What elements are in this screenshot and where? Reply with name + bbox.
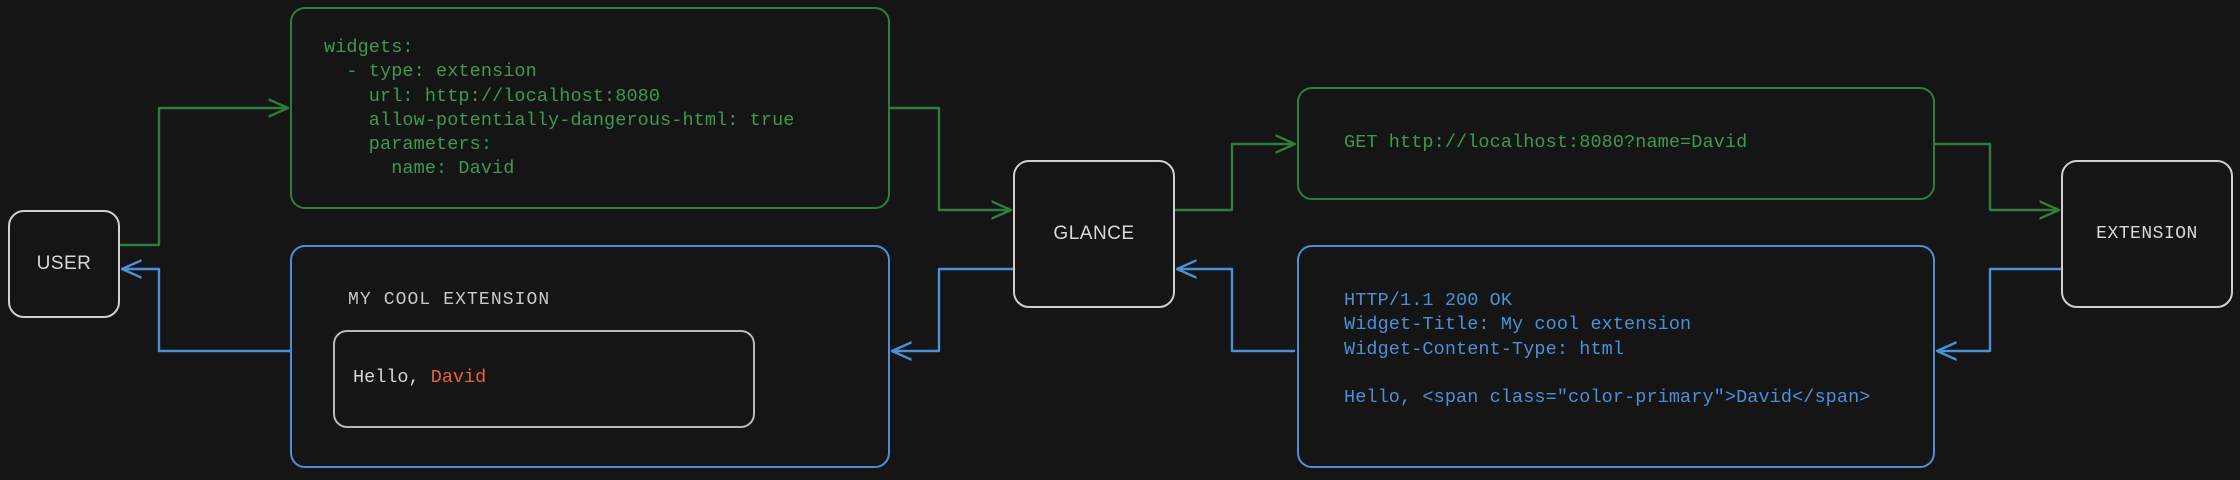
panel-http-request: GET http://localhost:8080?name=David <box>1297 87 1935 200</box>
node-user[interactable]: USER <box>8 210 120 318</box>
rendered-widget-body: Hello, David <box>353 367 486 388</box>
edge-extension-to-response <box>1937 267 2061 351</box>
node-user-label: USER <box>36 253 92 274</box>
widget-body-name: David <box>430 367 487 388</box>
node-glance[interactable]: GLANCE <box>1013 160 1175 308</box>
edge-response-to-glance <box>1177 269 1295 353</box>
widget-body-greeting: Hello, <box>353 367 431 388</box>
node-glance-label: GLANCE <box>1053 223 1135 244</box>
edge-yaml-to-glance <box>890 106 1011 210</box>
panel-rendered-widget: MY COOL EXTENSION Hello, David <box>290 245 890 468</box>
edge-glance-to-request <box>1175 144 1295 212</box>
edge-request-to-extension <box>1935 142 2059 210</box>
panel-yaml-config: widgets: - type: extension url: http://l… <box>290 7 890 209</box>
node-extension-label: EXTENSION <box>2096 224 2198 244</box>
edge-widget-to-user <box>122 269 290 353</box>
http-request-code: GET http://localhost:8080?name=David <box>1344 132 1748 153</box>
http-response-code: HTTP/1.1 200 OK Widget-Title: My cool ex… <box>1344 290 1871 409</box>
edge-glance-to-widget <box>892 267 1013 351</box>
panel-http-response: HTTP/1.1 200 OK Widget-Title: My cool ex… <box>1297 245 1935 468</box>
node-extension[interactable]: EXTENSION <box>2061 160 2233 308</box>
rendered-widget-card: Hello, David <box>333 330 755 428</box>
edge-user-to-yaml <box>120 108 288 247</box>
yaml-config-code: widgets: - type: extension url: http://l… <box>324 37 795 180</box>
rendered-widget-title: MY COOL EXTENSION <box>348 290 551 310</box>
